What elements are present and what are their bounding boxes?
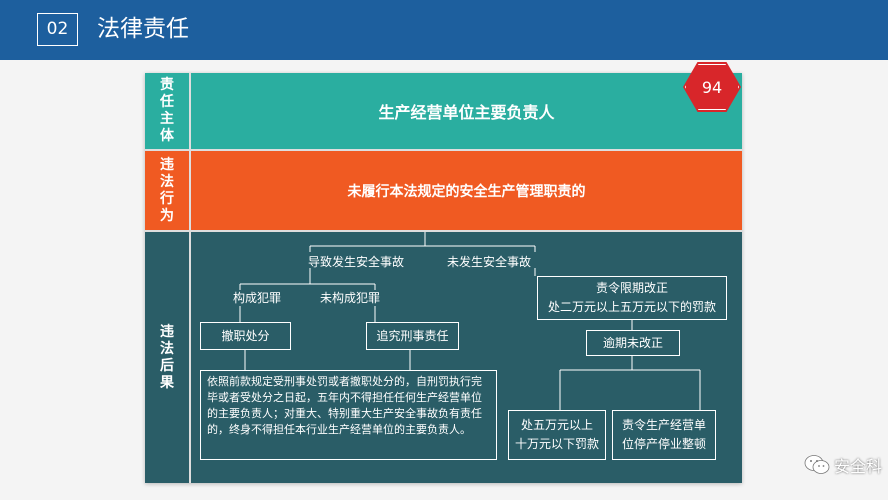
row-label-subject: 责 任 主 体: [145, 73, 189, 149]
penalty-paragraph: 依照前款规定受刑事处罚或者撤职处分的，自刑罚执行完毕或者受处分之日起，五年内不得…: [200, 370, 497, 460]
act-text: 未履行本法规定的安全生产管理职责的: [347, 183, 586, 200]
label-char: 行: [160, 190, 174, 207]
criminal-liability-text: 追究刑事责任: [376, 328, 449, 343]
wechat-icon: [804, 455, 830, 474]
suspension-box: 责令生产经营单 位停产停业整顿: [612, 410, 716, 460]
row-label-consequence: 违 法 后 果: [145, 232, 189, 483]
label-char: 体: [160, 128, 174, 144]
page-number-badge: 94: [683, 62, 741, 112]
overdue-text: 逾期未改正: [602, 335, 663, 350]
suspension-line1: 责令生产经营单: [621, 418, 706, 432]
dismissal-box: 撤职处分: [200, 322, 291, 350]
watermark: 安全科: [804, 453, 882, 477]
section-number: 02: [37, 13, 78, 46]
label-char: 法: [160, 173, 174, 190]
consequence-panel: [191, 232, 742, 483]
correction-box: 责令限期改正 处二万元以上五万元以下的罚款: [537, 276, 727, 320]
correction-line2: 处二万元以上五万元以下的罚款: [547, 300, 716, 314]
page-title: 法律责任: [97, 16, 189, 42]
act-band: 未履行本法规定的安全生产管理职责的: [191, 151, 742, 230]
label-char: 违: [160, 156, 174, 173]
not-crime-label: 未构成犯罪: [320, 291, 381, 305]
criminal-liability-box: 追究刑事责任: [366, 322, 459, 350]
suspension-line2: 位停产停业整顿: [621, 437, 706, 451]
no-accident-label: 未发生安全事故: [447, 255, 532, 269]
label-char: 为: [160, 207, 174, 224]
accident-label: 导致发生安全事故: [308, 255, 405, 269]
dismissal-text: 撤职处分: [221, 328, 270, 343]
label-char: 违: [160, 323, 174, 340]
row-label-act: 违 法 行 为: [145, 151, 189, 230]
header-bar: 02 法律责任: [0, 0, 888, 60]
label-char: 责: [160, 77, 174, 93]
label-char: 果: [160, 374, 174, 391]
fine-line1: 处五万元以上: [520, 418, 593, 432]
overdue-box: 逾期未改正: [586, 330, 680, 356]
label-char: 法: [160, 340, 174, 357]
page-number: 94: [701, 77, 723, 97]
subject-band: 生产经营单位主要负责人: [191, 73, 742, 149]
label-char: 后: [160, 357, 174, 374]
crime-label: 构成犯罪: [233, 291, 282, 305]
correction-line1: 责令限期改正: [595, 281, 668, 295]
subject-text: 生产经营单位主要负责人: [378, 103, 555, 122]
label-char: 任: [160, 94, 174, 110]
label-char: 主: [160, 111, 174, 127]
watermark-text: 安全科: [833, 457, 882, 476]
fine-line2: 十万元以下罚款: [514, 437, 599, 451]
fine-box: 处五万元以上 十万元以下罚款: [508, 410, 606, 460]
